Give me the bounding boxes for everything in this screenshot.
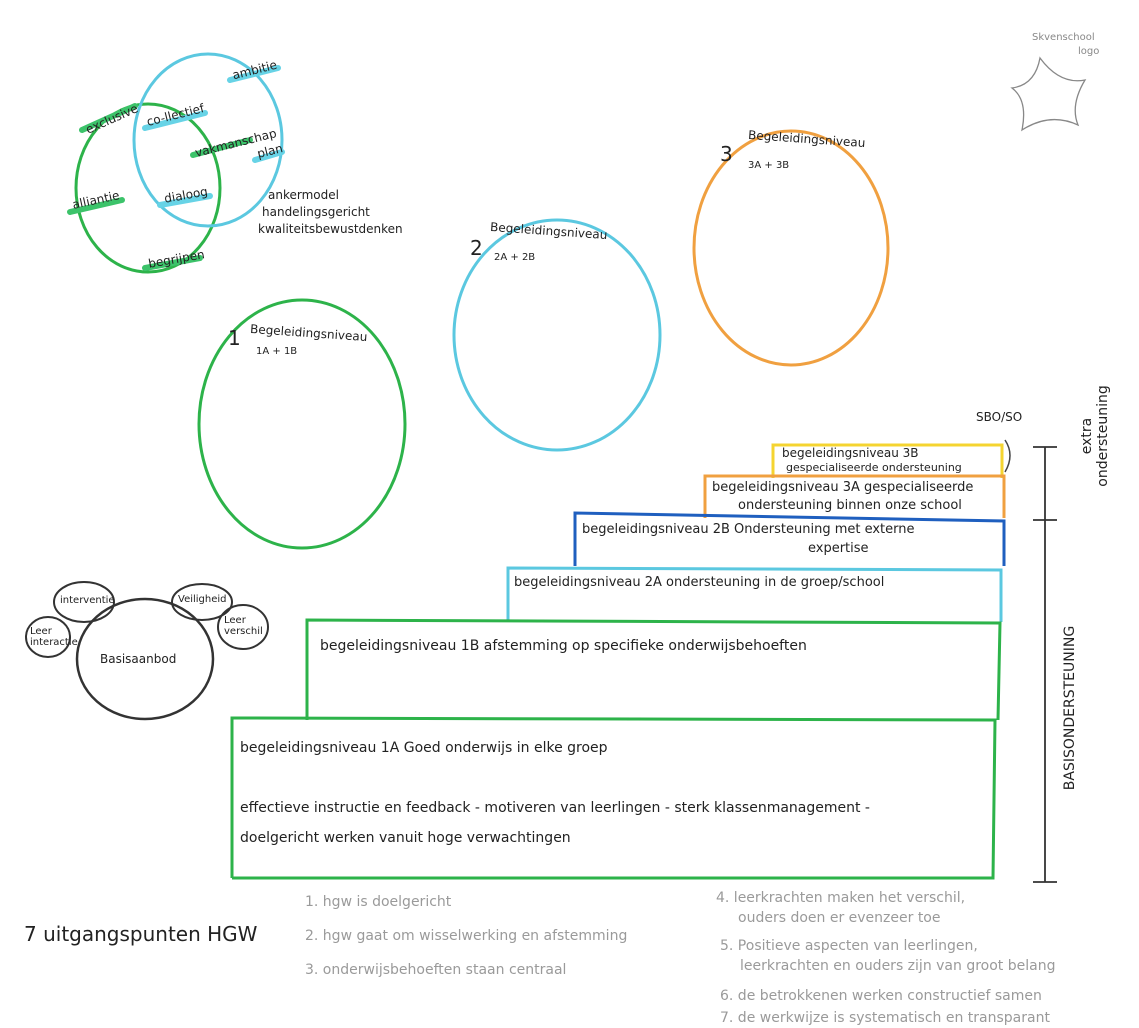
circle-level-2 (452, 218, 662, 452)
step-1b-text: begeleidingsniveau 1B afstemming op spec… (320, 638, 807, 654)
step-1a-text: begeleidingsniveau 1A Goed onderwijs in … (240, 740, 608, 756)
footer-point-3: 3. onderwijsbehoeften staan centraal (305, 962, 567, 978)
bracket-extra-line1: extra (1079, 417, 1095, 455)
step-2a-outline (506, 566, 1003, 622)
circle-level-3 (692, 129, 890, 367)
logo-star-icon (1010, 56, 1087, 132)
basisaanbod-top-left-label: interventie (60, 595, 115, 606)
circle-3-number: 3 (720, 142, 733, 166)
basisaanbod-left (25, 616, 71, 658)
footer-point-6: 6. de betrokkenen werken constructief sa… (720, 988, 1042, 1004)
venn-note-2: handelingsgericht (262, 205, 370, 219)
step-3a-line1: begeleidingsniveau 3A gespecialiseerde (712, 480, 974, 495)
sbo-bracket (1004, 439, 1011, 473)
circle-level-1 (197, 298, 407, 550)
basisaanbod-left-label: Leer interactie (30, 626, 78, 648)
footer-point-1: 1. hgw is doelgericht (305, 894, 452, 910)
footer-point-7: 7. de werkwijze is systematisch en trans… (720, 1010, 1050, 1026)
step-1a-detail-line1: effectieve instructie en feedback - moti… (240, 800, 870, 816)
circle-1-number: 1 (228, 326, 241, 350)
step-2b-outline (573, 511, 1006, 566)
logo-caption-line2: logo (1078, 46, 1100, 57)
step-3a-line2: ondersteuning binnen onze school (738, 498, 962, 513)
footer-point-5-line1: 5. Positieve aspecten van leerlingen, (720, 938, 978, 954)
basisaanbod-top-right-label: Veiligheid (178, 594, 227, 605)
footer-point-2: 2. hgw gaat om wisselwerking en afstemmi… (305, 928, 628, 944)
venn-note-1: ankermodel (268, 188, 339, 202)
sbo-label: SBO/SO (976, 410, 1023, 424)
venn-highlights (67, 65, 285, 271)
footer-point-5-line2: leerkrachten en ouders zijn van groot be… (740, 958, 1056, 974)
logo-caption-line1: Skvenschool (1032, 32, 1095, 43)
step-3b-line2: gespecialiseerde ondersteuning (786, 461, 962, 474)
circle-3-sub: 3A + 3B (748, 160, 790, 171)
basisaanbod-right (217, 604, 269, 650)
step-3a-outline (703, 474, 1006, 518)
bracket-extra-label: extra ondersteuning (1079, 371, 1111, 501)
step-1a-outline (230, 716, 997, 880)
basisaanbod-top-left (53, 581, 115, 623)
step-1a-detail-line2: doelgericht werken vanuit hoge verwachti… (240, 830, 571, 846)
footer-title: 7 uitgangspunten HGW (24, 922, 258, 946)
footer-point-4-line2: ouders doen er evenzeer toe (738, 910, 941, 926)
footer-point-4-line1: 4. leerkrachten maken het verschil, (716, 890, 966, 906)
step-2b-line2: expertise (808, 541, 869, 556)
circle-1-sub: 1A + 1B (256, 346, 298, 357)
venn-circle-blue (132, 52, 284, 228)
basisaanbod-top-right (171, 583, 233, 621)
step-2b-line1: begeleidingsniveau 2B Ondersteuning met … (582, 522, 915, 537)
circle-2-number: 2 (470, 236, 483, 260)
bracket-lines (1033, 446, 1057, 883)
venn-note-3: kwaliteitsbewustdenken (258, 222, 403, 236)
bracket-extra-line2: ondersteuning (1095, 385, 1111, 487)
step-3b-line1: begeleidingsniveau 3B (782, 446, 919, 460)
circle-2-sub: 2A + 2B (494, 252, 536, 263)
bracket-basis-label: BASISONDERSTEUNING (1062, 625, 1078, 791)
basisaanbod-right-label: Leer verschil (224, 615, 263, 637)
basisaanbod-center-label: Basisaanbod (100, 652, 177, 666)
step-1b-outline (305, 618, 1002, 721)
venn-circle-green (74, 102, 222, 274)
basisaanbod-main (75, 597, 215, 721)
step-3b-outline (771, 443, 1004, 478)
step-2a-text: begeleidingsniveau 2A ondersteuning in d… (514, 575, 885, 590)
